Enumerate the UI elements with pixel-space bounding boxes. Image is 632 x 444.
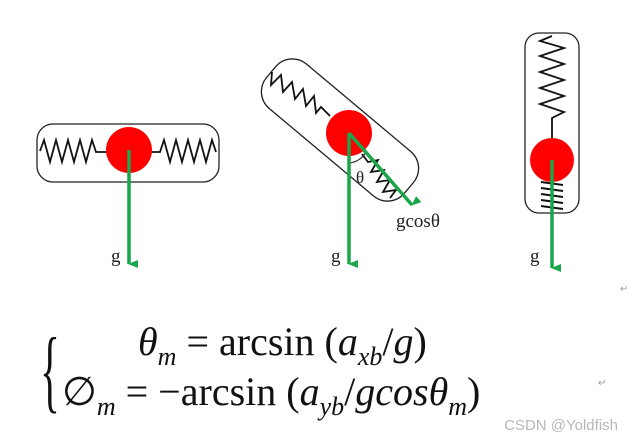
formula-line-2: ∅m = −arcsin (ayb/gcosθm) — [62, 369, 481, 421]
panel-vertical: g — [524, 32, 580, 272]
formula-line-1: θm = arcsin (axb/g) — [138, 319, 427, 371]
spring-left — [39, 136, 108, 166]
g-label: g — [111, 246, 121, 267]
paragraph-mark: ↵ — [620, 284, 629, 295]
gcos-arrow — [347, 131, 422, 207]
formula-block: { θm = arcsin (axb/g) ∅m = −arcsin (ayb/… — [40, 312, 632, 432]
spring-upper — [269, 71, 331, 117]
watermark: CSDN @Yoldfish — [504, 417, 618, 434]
paragraph-mark-2: ↵ — [598, 378, 607, 389]
panel-tilted: θ gcosθ g — [260, 58, 440, 268]
tilted-housing — [260, 58, 420, 202]
spring-right — [150, 136, 217, 166]
gcos-label: gcosθ — [396, 211, 440, 232]
housing-box — [260, 58, 420, 202]
spring-upper — [537, 35, 568, 139]
left-brace: { — [40, 319, 60, 421]
panel-horizontal: g — [36, 123, 220, 268]
g-label: g — [530, 246, 540, 267]
theta-label: θ — [356, 168, 364, 187]
g-label: g — [331, 246, 341, 267]
